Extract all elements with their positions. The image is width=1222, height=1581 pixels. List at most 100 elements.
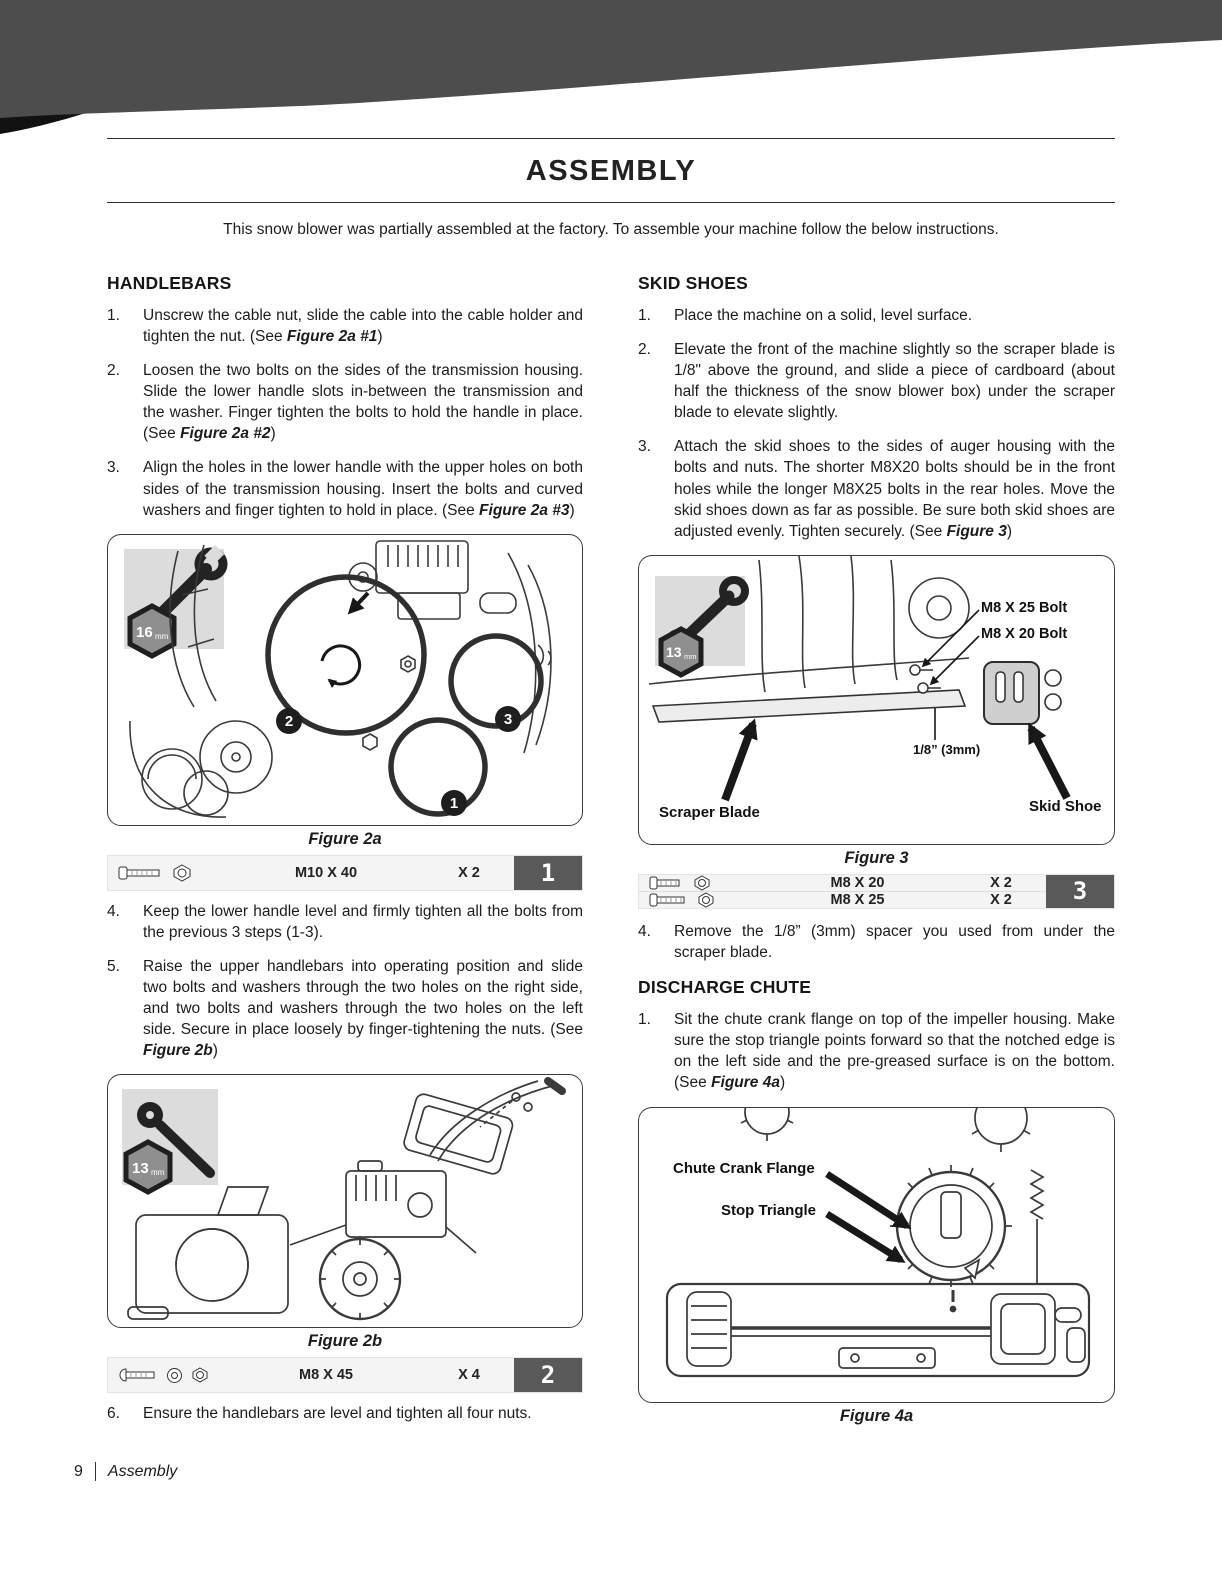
tool-unit-label: mm xyxy=(155,632,169,641)
step-text-part: Attach the skid shoes to the sides of au… xyxy=(674,438,1115,540)
stop-triangle-arrow xyxy=(825,1211,906,1264)
nut-icon xyxy=(192,1367,208,1383)
hardware-qty: X 4 xyxy=(458,1367,480,1384)
washer-icon xyxy=(167,1367,182,1383)
step-text: Remove the 1/8” (3mm) spacer you used fr… xyxy=(674,922,1115,961)
callout-markers: 2 3 1 xyxy=(276,705,521,816)
hardware-icons xyxy=(639,892,759,908)
label-scraper-blade: Scraper Blade xyxy=(659,803,760,821)
hardware-row: M8 X 20 X 2 xyxy=(639,875,1046,892)
hardware-qty: X 2 xyxy=(990,874,1012,891)
title-rule-bottom xyxy=(107,202,1115,203)
step-number: 2. xyxy=(638,341,651,359)
hardware-qty: X 2 xyxy=(990,891,1012,908)
step-text: Elevate the front of the machine slightl… xyxy=(674,341,1115,422)
footer-divider xyxy=(94,1462,96,1481)
tool-size-label: 13 xyxy=(132,1160,149,1177)
right-column: SKID SHOES 1. Place the machine on a sol… xyxy=(638,259,1115,1437)
callout-2: 2 xyxy=(285,713,293,730)
hardware-spec: M8 X 45 xyxy=(299,1367,353,1384)
handlebars-heading: HANDLEBARS xyxy=(107,273,232,293)
step-text-part: ) xyxy=(377,328,383,346)
handlebars-step-5: 5. Raise the upper handlebars into opera… xyxy=(107,956,583,1061)
step-text: Sit the chute crank flange on top of the… xyxy=(674,1009,1115,1093)
step-text: Align the holes in the lower handle with… xyxy=(143,457,583,520)
hardware-row: M8 X 25 X 2 xyxy=(639,892,1046,908)
bolt-icon xyxy=(649,893,685,907)
flange-arrow xyxy=(825,1171,912,1230)
step-number: 6. xyxy=(107,1405,120,1423)
discharge-chute-step-1: 1. Sit the chute crank flange on top of … xyxy=(638,1009,1115,1093)
label-chute-crank-flange: Chute Crank Flange xyxy=(673,1160,815,1178)
two-column-layout: HANDLEBARS 1. Unscrew the cable nut, sli… xyxy=(107,259,1115,1437)
left-column: HANDLEBARS 1. Unscrew the cable nut, sli… xyxy=(107,259,583,1437)
callout-rings xyxy=(265,573,544,817)
figure-2a-caption: Figure 2a xyxy=(308,829,382,848)
nut-icon xyxy=(173,864,191,882)
page-number: 9 xyxy=(74,1462,83,1480)
figure-2a-illustration: 16 mm xyxy=(124,539,552,818)
figure-reference: Figure 2a #1 xyxy=(286,328,378,346)
hardware-strip-fig2a: M10 X 40 X 2 1 xyxy=(107,854,583,891)
step-text: Raise the upper handlebars into operatin… xyxy=(143,956,583,1061)
skid-shoes-step-4: 4. Remove the 1/8” (3mm) spacer you used… xyxy=(638,921,1115,963)
skid-bolts xyxy=(909,664,941,694)
hardware-badge: 2 xyxy=(514,1358,582,1393)
step-text: Loosen the two bolts on the sides of the… xyxy=(143,360,583,444)
figure-2b: 13 mm xyxy=(107,1074,583,1329)
handlebars-step-4: 4. Keep the lower handle level and firml… xyxy=(107,901,583,943)
callout-3: 3 xyxy=(504,711,512,728)
figure-reference: Figure 2b xyxy=(143,1042,213,1060)
page-footer: 9 Assembly xyxy=(74,1462,177,1481)
step-text-part: Unscrew the cable nut, slide the cable i… xyxy=(143,307,583,346)
scraper-blade-arrow xyxy=(721,718,758,802)
figure-2b-caption: Figure 2b xyxy=(307,1332,383,1351)
step-number: 1. xyxy=(638,307,651,324)
auger-housing-line-art xyxy=(648,555,970,692)
hardware-rows: M8 X 20 X 2 M8 X 25 X 2 xyxy=(639,875,1046,908)
step-text: Ensure the handlebars are level and tigh… xyxy=(143,1405,532,1423)
label-spacer: 1/8” (3mm) xyxy=(913,741,981,757)
step-text-part: Raise the upper handlebars into operatin… xyxy=(143,957,583,1039)
callout-1: 1 xyxy=(450,795,458,812)
figure-3-caption: Figure 3 xyxy=(844,848,909,867)
footer-section-name: Assembly xyxy=(107,1462,178,1480)
step-text-part: ) xyxy=(212,1042,218,1060)
step-text-part: Sit the chute crank flange on top of the… xyxy=(674,1010,1115,1092)
title-rule-top xyxy=(107,138,1115,139)
hardware-icons xyxy=(108,864,228,882)
handlebars-step-3: 3. Align the holes in the lower handle w… xyxy=(107,457,583,520)
discharge-chute-heading: DISCHARGE CHUTE xyxy=(638,976,812,997)
hardware-row: M8 X 45 X 4 xyxy=(108,1358,514,1392)
step-number: 5. xyxy=(107,957,120,975)
figure-4a-caption: Figure 4a xyxy=(839,1407,914,1426)
step-text: Keep the lower handle level and firmly t… xyxy=(143,902,583,941)
step-text-part: Loosen the two bolts on the sides of the… xyxy=(143,362,583,443)
intro-text: This snow blower was partially assembled… xyxy=(223,221,999,238)
hardware-spec: M8 X 20 xyxy=(830,874,885,891)
label-skid-shoe: Skid Shoe xyxy=(1029,797,1102,815)
step-text: Unscrew the cable nut, slide the cable i… xyxy=(143,305,583,347)
hardware-icons xyxy=(108,1367,228,1384)
step-number: 2. xyxy=(107,362,120,380)
step-text-part: Align the holes in the lower handle with… xyxy=(143,459,583,519)
handlebars-step-1: 1. Unscrew the cable nut, slide the cabl… xyxy=(107,305,583,347)
snow-blower-line-art xyxy=(127,1077,566,1321)
step-number: 1. xyxy=(107,307,120,324)
step-number: 4. xyxy=(107,902,120,920)
label-m8x25-bolt: M8 X 25 Bolt xyxy=(981,599,1068,616)
wrench-16mm-icon: 16 mm xyxy=(124,544,228,659)
hardware-badge: 1 xyxy=(514,855,582,890)
figure-4a-illustration xyxy=(665,1108,1091,1378)
figure-reference: Figure 3 xyxy=(946,522,1007,540)
ratchet-13mm-icon: 13 mm xyxy=(122,1089,218,1196)
hardware-strip-fig2b: M8 X 45 X 4 2 xyxy=(107,1357,583,1394)
figure-reference: Figure 4a xyxy=(711,1074,780,1092)
header-swoosh xyxy=(0,0,1222,134)
step-number: 1. xyxy=(638,1010,651,1028)
figure-2a: 16 mm xyxy=(107,533,583,826)
hardware-badge: 3 xyxy=(1046,874,1114,908)
step-text: Attach the skid shoes to the sides of au… xyxy=(674,436,1115,541)
hardware-spec: M10 X 40 xyxy=(294,864,358,881)
